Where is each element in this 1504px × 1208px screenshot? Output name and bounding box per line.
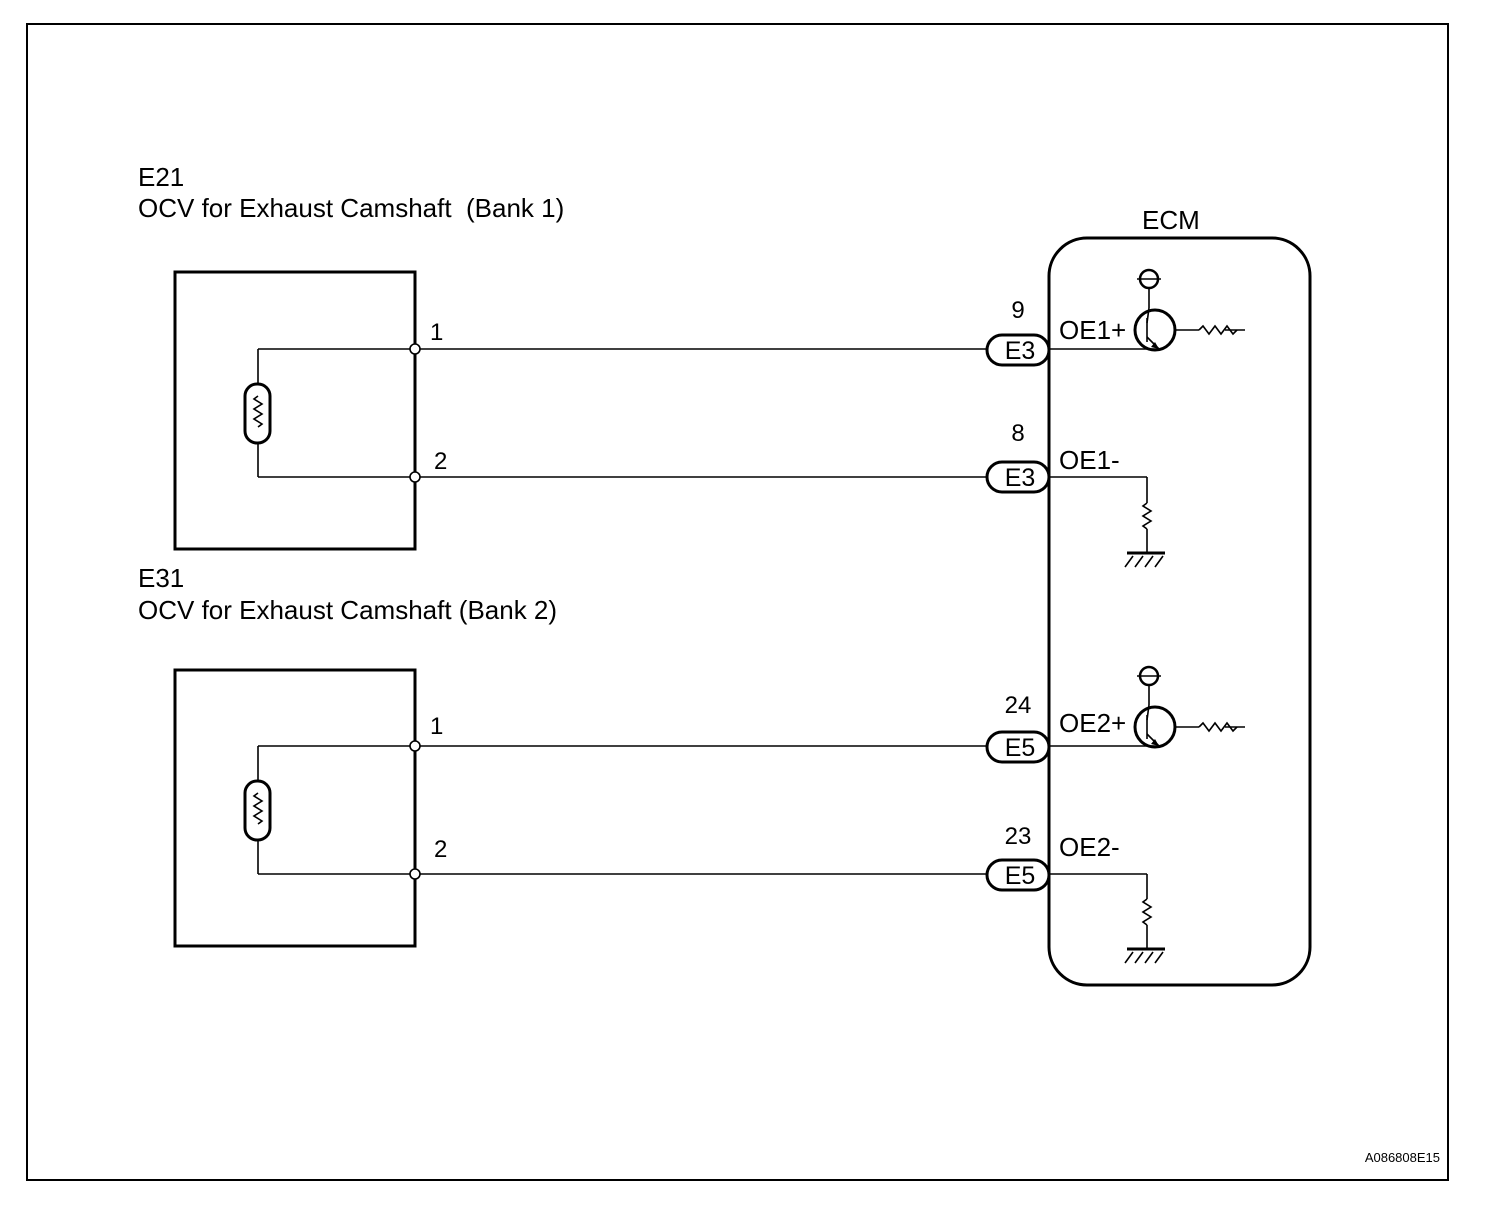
- connector-label-e5-b: E5: [1005, 862, 1036, 890]
- ecm-pin-number-24: 24: [1005, 692, 1032, 719]
- ocv1-ref: E21: [138, 162, 184, 192]
- ecm-title: ECM: [1142, 205, 1200, 235]
- figure-code: A086808E15: [1365, 1150, 1440, 1165]
- connector-label-e5-a: E5: [1005, 734, 1036, 762]
- ocv1-component: [173, 270, 421, 551]
- ocv1-coil-icon: [243, 382, 272, 445]
- diagram-frame: [26, 23, 1449, 1181]
- connector-e5-pin24: [985, 730, 1051, 764]
- ecm-box: [1047, 236, 1312, 987]
- ocv2-coil-icon: [243, 779, 272, 842]
- signal-oe2-minus: OE2-: [1059, 832, 1120, 862]
- ocv1-name: OCV for Exhaust Camshaft (Bank 1): [138, 193, 564, 223]
- signal-oe1-minus: OE1-: [1059, 445, 1120, 475]
- ocv1-pin-1: 1: [430, 319, 443, 346]
- connector-label-e3-b: E3: [1005, 464, 1036, 492]
- ground-resistor-oe2-icon: [1049, 873, 1165, 964]
- connector-e3-pin9: [985, 333, 1051, 367]
- ecm-pin-number-9: 9: [1011, 297, 1024, 324]
- ground-resistor-oe1-icon: [1049, 476, 1165, 568]
- ocv2-name: OCV for Exhaust Camshaft (Bank 2): [138, 595, 557, 625]
- ocv2-pin-2: 2: [434, 836, 447, 863]
- connector-e5-pin23: [985, 858, 1051, 892]
- ocv2-pin-1: 1: [430, 713, 443, 740]
- ecm-pin-number-23: 23: [1005, 823, 1032, 850]
- ocv2-ref: E31: [138, 563, 184, 593]
- transistor-oe1-icon: [1049, 268, 1245, 352]
- ocv2-component: [173, 668, 421, 948]
- ecm-pin-number-8: 8: [1011, 420, 1024, 447]
- ocv1-pin-2: 2: [434, 448, 447, 475]
- transistor-oe2-icon: [1049, 665, 1245, 749]
- connector-label-e3-a: E3: [1005, 337, 1036, 365]
- signal-oe1-plus: OE1+: [1059, 315, 1126, 345]
- signal-oe2-plus: OE2+: [1059, 708, 1126, 738]
